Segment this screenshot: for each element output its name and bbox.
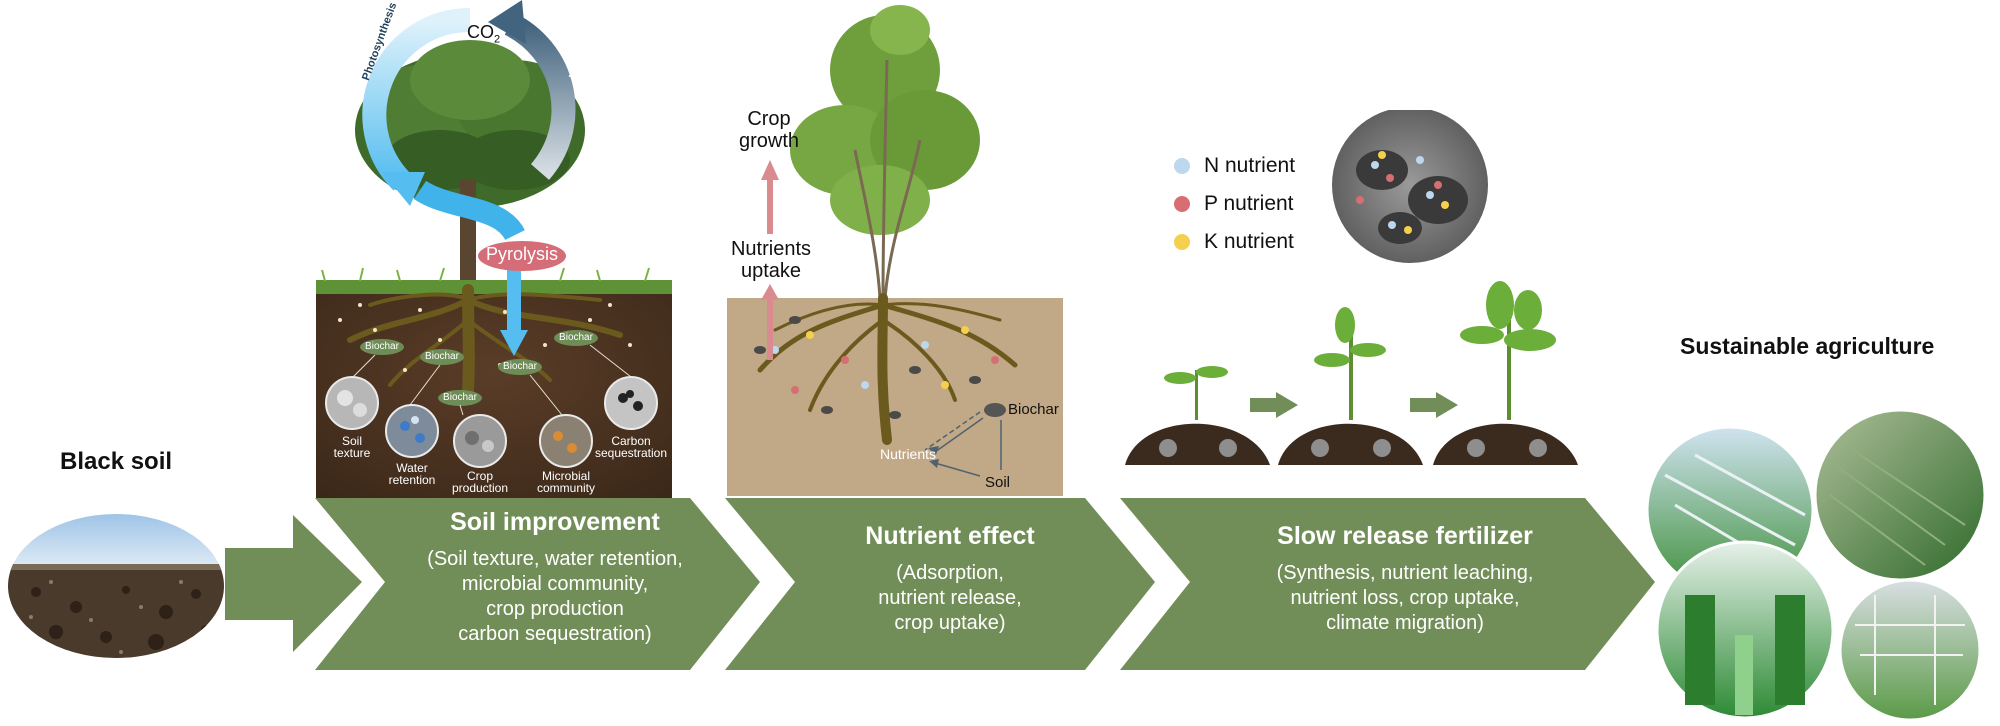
stage-1-line-3: crop production <box>486 598 624 620</box>
black-soil-title: Black soil <box>60 448 173 475</box>
growth-arrow-1 <box>1250 398 1276 412</box>
uptake-arrow <box>761 284 779 300</box>
water-retention-circle <box>385 404 439 458</box>
stage-2-text: Nutrient effect (Adsorption, nutrient re… <box>800 522 1100 636</box>
carbon-sequestration-circle <box>604 376 658 430</box>
legend-k-label: K nutrient <box>1204 230 1294 253</box>
legend-n-label: N nutrient <box>1204 154 1296 177</box>
biochar-cycle-diagram <box>924 403 1006 477</box>
stage-2-chevron <box>725 498 1155 670</box>
grass <box>316 280 672 294</box>
soil-label: Soil <box>985 474 1011 491</box>
stage-3-chevron <box>1120 498 1655 670</box>
respiration-arc <box>504 13 576 180</box>
stage-1-line-2: microbial community, <box>461 573 649 595</box>
greenhouse-photo-2 <box>1813 408 1987 582</box>
crop-production-circle <box>453 414 507 468</box>
young-tree <box>790 5 980 235</box>
soil-mound-2 <box>1278 423 1423 465</box>
stage-2-line-1: (Adsorption, <box>896 562 1004 584</box>
biochar-tag-3 <box>498 359 542 375</box>
stage-2-line-3: crop uptake) <box>894 612 1006 634</box>
stage-1-title: Soil improvement <box>450 508 660 536</box>
black-soil-photo <box>8 514 224 658</box>
tree-roots <box>347 284 623 396</box>
seedling-large <box>1460 281 1556 420</box>
stage-3-line-1: (Synthesis, nutrient leaching, <box>1276 562 1534 584</box>
growth-arrow <box>761 160 779 180</box>
stage-3-line-3: climate migration) <box>1326 612 1484 634</box>
stage-3-text: Slow release fertilizer (Synthesis, nutr… <box>1210 522 1600 636</box>
soil-mound-1 <box>1125 423 1270 465</box>
biochar-tag-4 <box>554 330 598 346</box>
soil-improvement-illustration <box>316 0 672 498</box>
stage-1-line-1: (Soil texture, water retention, <box>427 548 683 570</box>
tan-soil-block <box>727 298 1063 496</box>
stage-2-line-2: nutrient release, <box>878 587 1022 609</box>
entry-arrow <box>225 515 362 652</box>
biochar-label-1: Biochar <box>365 341 399 352</box>
nutrient-effect-illustration <box>727 5 1063 496</box>
co2-label: CO2 <box>467 22 500 46</box>
biochar-label-3: Biochar <box>503 361 537 372</box>
stage-2-title: Nutrient effect <box>865 522 1035 550</box>
stage-1-chevron <box>315 498 760 670</box>
growth-arrow-2 <box>1410 398 1436 412</box>
crop-growth-label: Crop growth <box>738 108 800 152</box>
biochar-tag-1 <box>360 339 404 355</box>
biochar-tag-2 <box>420 349 464 365</box>
biochar-tag-5 <box>438 390 482 406</box>
sustainable-agriculture-title: Sustainable agriculture <box>1680 333 1935 359</box>
nutrients-label: Nutrients <box>880 446 937 462</box>
legend-p-swatch <box>1174 196 1190 212</box>
sem-micrograph <box>1332 110 1488 263</box>
soil-mound-3 <box>1433 423 1578 465</box>
biochar-label: Biochar <box>1008 401 1059 418</box>
biochar-label-5: Biochar <box>443 392 477 403</box>
pyrolysis-down-arrow <box>500 330 528 356</box>
legend-n-swatch <box>1174 158 1190 174</box>
greenhouse-photo-4 <box>1838 578 1982 722</box>
nutrients-uptake-label: Nutrients uptake <box>730 238 812 282</box>
seedling-medium <box>1314 307 1386 420</box>
co2-main: CO <box>467 22 494 42</box>
photosynthesis-arc <box>362 7 471 191</box>
soil-texture-circle <box>325 376 379 430</box>
microbial-community-circle <box>539 414 593 468</box>
biochar-label-4: Biochar <box>559 332 593 343</box>
stage-1-line-4: carbon sequestration) <box>458 623 652 645</box>
biochar-label-2: Biochar <box>425 351 459 362</box>
greenhouse-photo-collage <box>1645 408 1987 722</box>
tree-canopy <box>355 40 585 208</box>
co2-subscript: 2 <box>494 33 501 46</box>
pyrolysis-badge <box>478 241 566 271</box>
stage-3-title: Slow release fertilizer <box>1277 522 1533 550</box>
seedling-small <box>1164 366 1228 420</box>
slow-release-illustration <box>1125 110 1578 465</box>
stage-3-line-2: nutrient loss, crop uptake, <box>1290 587 1520 609</box>
legend-k-swatch <box>1174 234 1190 250</box>
legend-p-label: P nutrient <box>1204 192 1294 215</box>
pyrolysis-label: Pyrolysis <box>485 244 558 264</box>
stage-1-text: Soil improvement (Soil texture, water re… <box>385 508 725 647</box>
